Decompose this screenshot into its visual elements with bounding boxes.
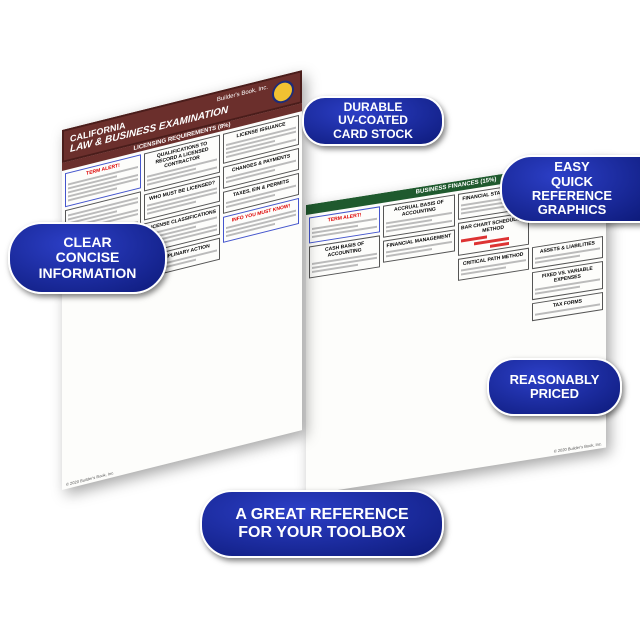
callout-text: A GREAT REFERENCE xyxy=(235,506,409,524)
callout-text: GRAPHICS xyxy=(537,202,607,218)
callout-text: REASONABLY xyxy=(509,371,600,387)
copyright: © 2020 Builder's Book, Inc. xyxy=(66,469,115,488)
callout-priced: REASONABLY PRICED xyxy=(487,358,622,416)
callout-durable: DURABLE UV-COATED CARD STOCK xyxy=(302,96,444,146)
callout-graphics: EASY QUICK REFERENCE GRAPHICS xyxy=(500,155,640,223)
callout-text: QUICK xyxy=(551,173,593,189)
callout-text: CLEAR xyxy=(63,233,112,250)
callout-text: EASY xyxy=(554,159,590,175)
callout-text: CARD STOCK xyxy=(333,126,413,141)
callout-text: INFORMATION xyxy=(38,264,137,281)
copyright: © 2020 Builder's Book, Inc. xyxy=(553,441,602,454)
callout-text: FOR YOUR TOOLBOX xyxy=(238,524,406,541)
callout-text: CONCISE xyxy=(55,249,120,266)
callout-text: DURABLE xyxy=(343,100,403,115)
callout-text: REFERENCE xyxy=(531,188,613,203)
callout-text: UV-COATED xyxy=(338,113,408,128)
callout-clear: CLEAR CONCISE INFORMATION xyxy=(8,222,167,294)
callout-toolbox: A GREAT REFERENCE FOR YOUR TOOLBOX xyxy=(200,490,444,558)
callout-text: PRICED xyxy=(529,386,580,401)
